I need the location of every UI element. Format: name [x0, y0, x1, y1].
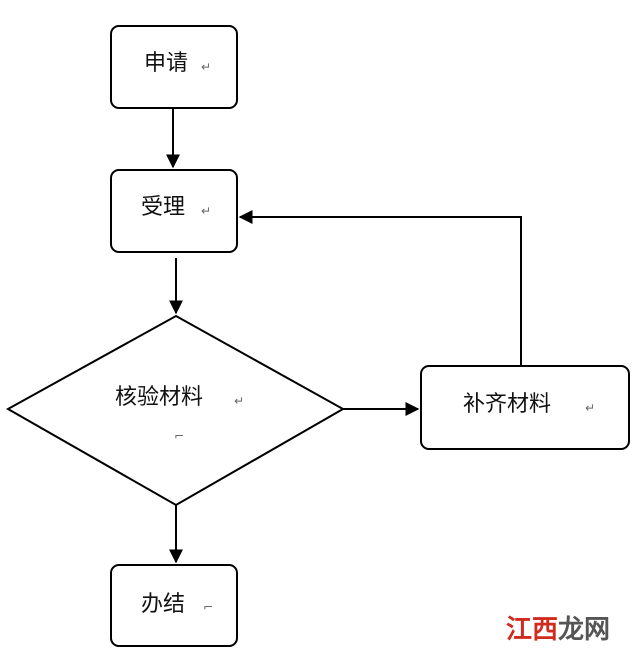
node-supplement-box — [420, 365, 630, 450]
node-apply-box — [110, 25, 238, 109]
node-complete-label: 办结 — [141, 592, 185, 617]
node-complete-box — [110, 564, 238, 647]
watermark: 江西龙网 — [506, 615, 610, 645]
node-apply: 申请 ↵ — [110, 25, 238, 109]
node-verify-diamond — [5, 314, 346, 507]
paragraph-mark: ↵ — [201, 204, 211, 218]
node-accept-label: 受理 — [141, 195, 185, 220]
node-apply-label: 申请 — [144, 51, 188, 76]
anchor-mark: ⌐ — [203, 600, 213, 614]
node-verify: 核验材料 ↵ ⌐ — [5, 314, 346, 507]
watermark-part2: 龙网 — [558, 615, 610, 645]
watermark-part1: 江西 — [506, 615, 558, 645]
node-complete: 办结 ⌐ — [110, 564, 238, 647]
arrow-supplement-to-accept — [238, 210, 522, 366]
paragraph-mark: ↵ — [585, 401, 595, 415]
node-supplement: 补齐材料 ↵ — [420, 365, 630, 450]
watermark-text: 江西龙网 — [506, 615, 610, 645]
paragraph-mark: ↵ — [234, 394, 244, 408]
anchor-mark: ⌐ — [174, 429, 184, 443]
node-accept-box — [110, 169, 238, 253]
node-accept: 受理 ↵ — [110, 169, 238, 253]
node-supplement-label: 补齐材料 — [463, 392, 551, 417]
node-verify-label: 核验材料 — [115, 385, 203, 410]
paragraph-mark: ↵ — [201, 60, 211, 74]
